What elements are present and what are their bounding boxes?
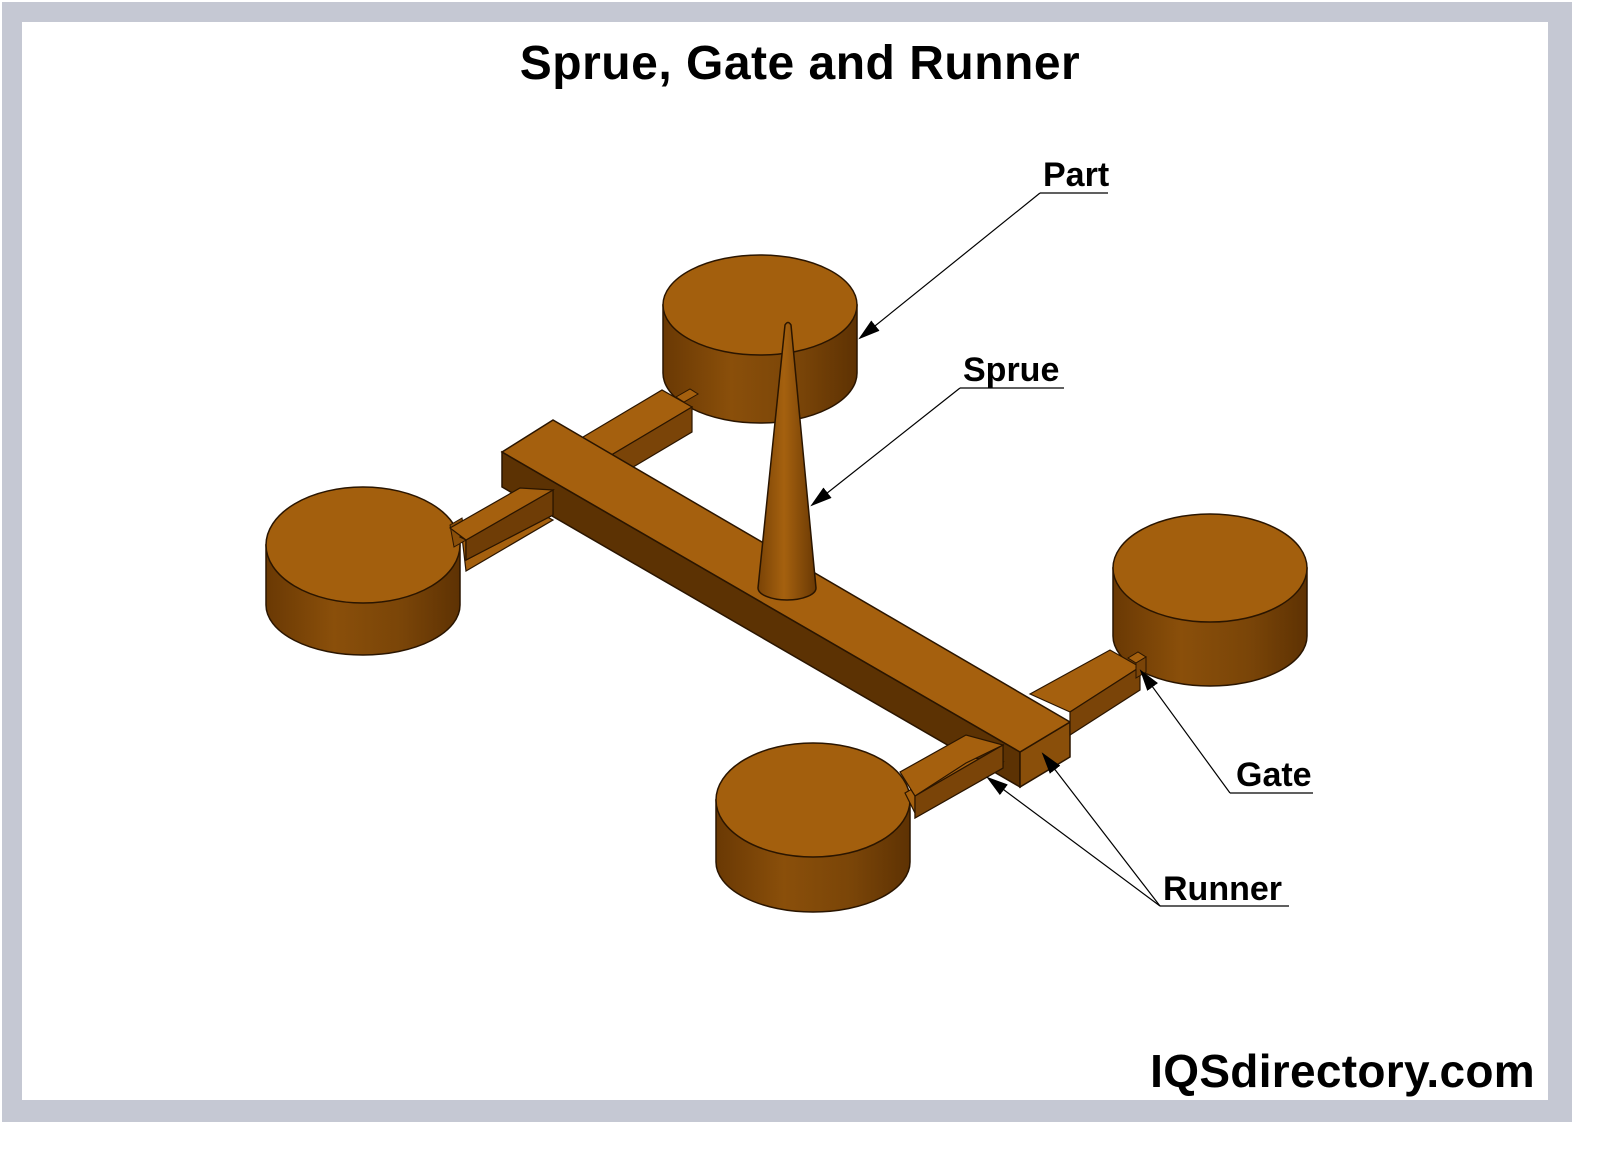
diagram-title: Sprue, Gate and Runner [519,37,1081,90]
watermark-logo: IQSdirectory.com [1150,1045,1535,1097]
label-runner: Runner [1163,870,1282,908]
label-gate: Gate [1236,756,1312,794]
part-cylinder-bottom [715,742,911,913]
leader-part [858,192,1108,340]
branch-runner-left-front [448,487,556,561]
label-sprue: Sprue [963,351,1059,389]
branch-runner-bottom [899,734,1005,820]
leader-runner [986,752,1289,907]
part-cylinder-right [1112,513,1308,687]
leader-gate [1139,669,1313,794]
sprue-cone [757,321,817,601]
leader-sprue [810,387,1064,507]
part-cylinder-left [265,486,461,656]
part-cylinder-top [662,254,858,424]
label-part: Part [1043,156,1109,194]
gate-top [675,388,699,403]
